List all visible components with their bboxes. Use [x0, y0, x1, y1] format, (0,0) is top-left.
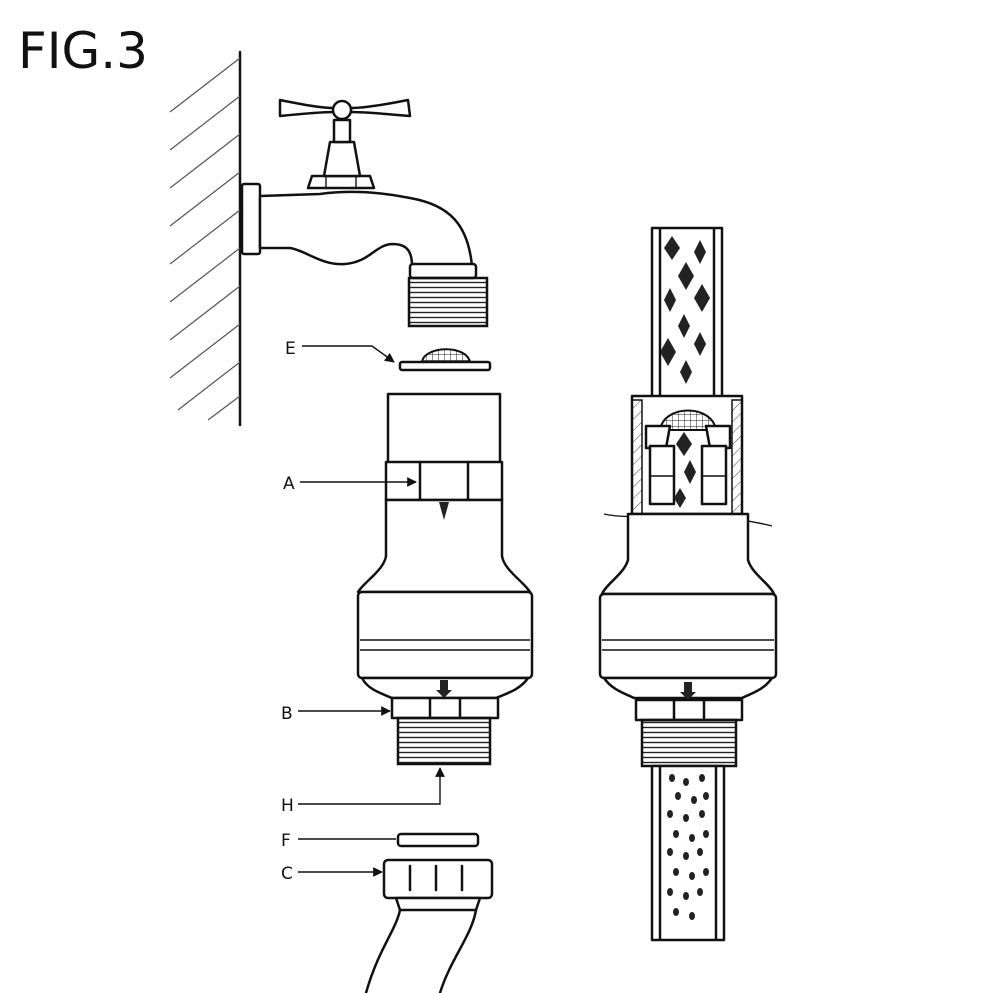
callout-label-a: A	[283, 474, 295, 494]
callout-h: H	[281, 767, 445, 816]
callout-label-b: B	[281, 704, 293, 724]
callout-c: C	[281, 864, 383, 884]
water-flow-out	[667, 774, 709, 920]
washer-f	[396, 832, 480, 848]
callout-label-e: E	[285, 339, 296, 359]
cross-section-view	[598, 226, 778, 942]
faucet	[240, 98, 489, 328]
hose-coupling-c	[364, 858, 494, 993]
callout-label-f: F	[281, 831, 291, 851]
callout-f: F	[281, 831, 396, 851]
callout-a: A	[283, 474, 417, 494]
filter-screen-e	[398, 348, 492, 372]
water-flow-in	[660, 236, 710, 384]
pressure-regulator	[356, 392, 534, 766]
callout-b: B	[281, 704, 391, 724]
callout-e: E	[285, 339, 395, 363]
callout-label-h: H	[281, 796, 294, 816]
wall	[169, 50, 242, 427]
callout-label-c: C	[281, 864, 293, 884]
figure-title: FIG.3	[18, 22, 148, 80]
